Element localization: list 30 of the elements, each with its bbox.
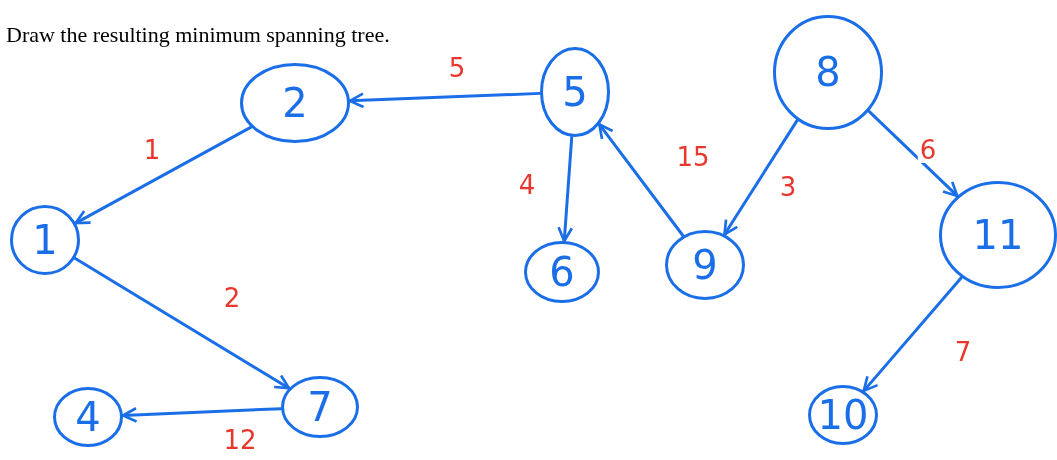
arrow (348, 91, 542, 109)
circle-node (808, 385, 878, 445)
node-number: 1 (32, 220, 58, 260)
circle-node (10, 205, 80, 275)
circle-node (240, 63, 350, 143)
node-number: 6 (549, 252, 575, 292)
node-number: 2 (282, 83, 308, 123)
circle-node (281, 376, 359, 438)
arrow (862, 275, 963, 393)
node-number: 11 (972, 215, 1024, 255)
arrow (121, 406, 283, 423)
circle-node (665, 230, 745, 300)
arrow (597, 122, 685, 238)
node-number: 10 (817, 395, 869, 435)
node-number: 4 (75, 397, 101, 437)
arrow (557, 135, 574, 243)
circle-node (53, 387, 123, 447)
circle-node (773, 14, 883, 130)
circle-node (540, 47, 610, 137)
node-number: 9 (692, 245, 718, 285)
circle-node (524, 241, 600, 303)
arrow (74, 125, 253, 225)
arrow (867, 109, 959, 198)
circle-node (939, 181, 1057, 289)
node-number: 5 (562, 72, 588, 112)
arrow (73, 256, 291, 390)
node-number: 8 (815, 52, 841, 92)
arrow (723, 118, 799, 236)
instruction-text: Draw the resulting minimum spanning tree. (6, 22, 390, 48)
node-number: 7 (307, 387, 333, 427)
